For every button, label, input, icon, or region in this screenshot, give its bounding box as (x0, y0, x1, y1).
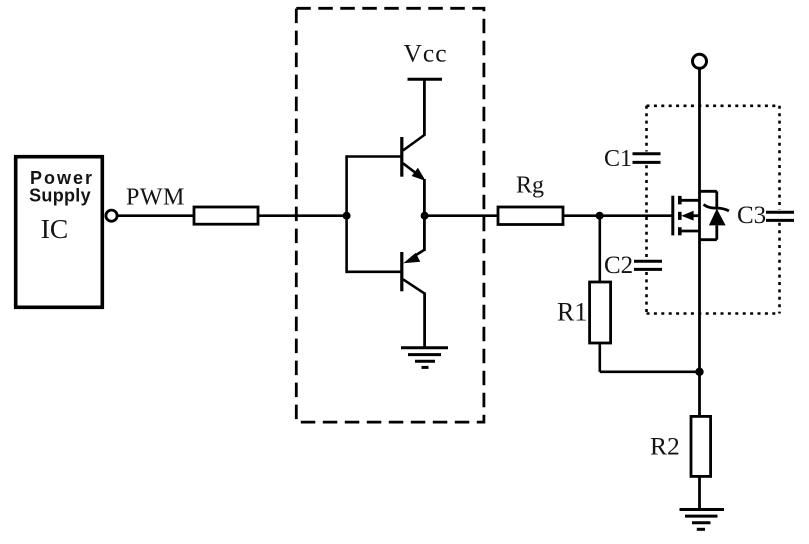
svg-text:Supply: Supply (29, 186, 91, 206)
svg-text:Vcc: Vcc (404, 39, 448, 68)
svg-text:PWM: PWM (126, 184, 185, 210)
svg-text:Rg: Rg (516, 173, 544, 199)
svg-text:IC: IC (41, 213, 69, 244)
svg-text:C3: C3 (737, 202, 766, 229)
svg-text:C2: C2 (604, 252, 633, 279)
svg-text:C1: C1 (604, 146, 632, 172)
svg-text:R2: R2 (650, 432, 680, 461)
svg-text:R1: R1 (557, 298, 587, 327)
svg-text:Power: Power (30, 168, 94, 188)
